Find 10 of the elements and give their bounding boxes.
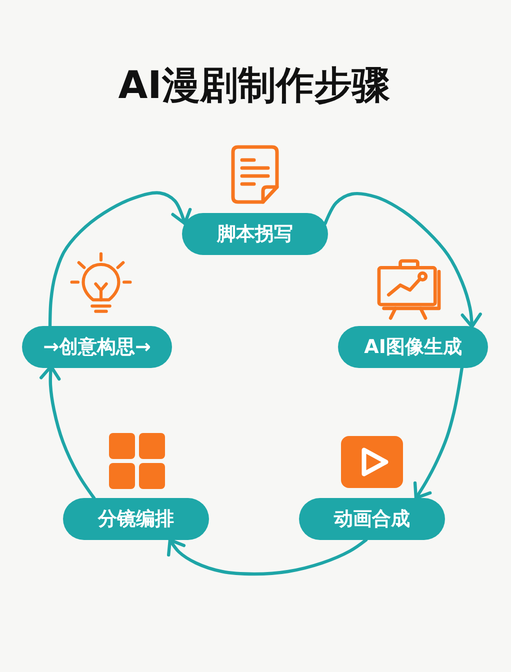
cycle-arrow <box>413 366 464 500</box>
step-pill: 分镜编排 <box>63 498 209 540</box>
step-pill: 动画合成 <box>299 498 445 540</box>
cycle-arrow <box>48 191 192 329</box>
step-pill: →创意构思→ <box>22 326 172 368</box>
title: AI漫剧制作步骤 <box>118 62 390 109</box>
cycle-arrow <box>167 538 368 576</box>
step-pill: 脚本拐写 <box>182 213 328 255</box>
cycle-arrow <box>324 192 482 328</box>
step-pill: AI图像生成 <box>338 326 488 368</box>
